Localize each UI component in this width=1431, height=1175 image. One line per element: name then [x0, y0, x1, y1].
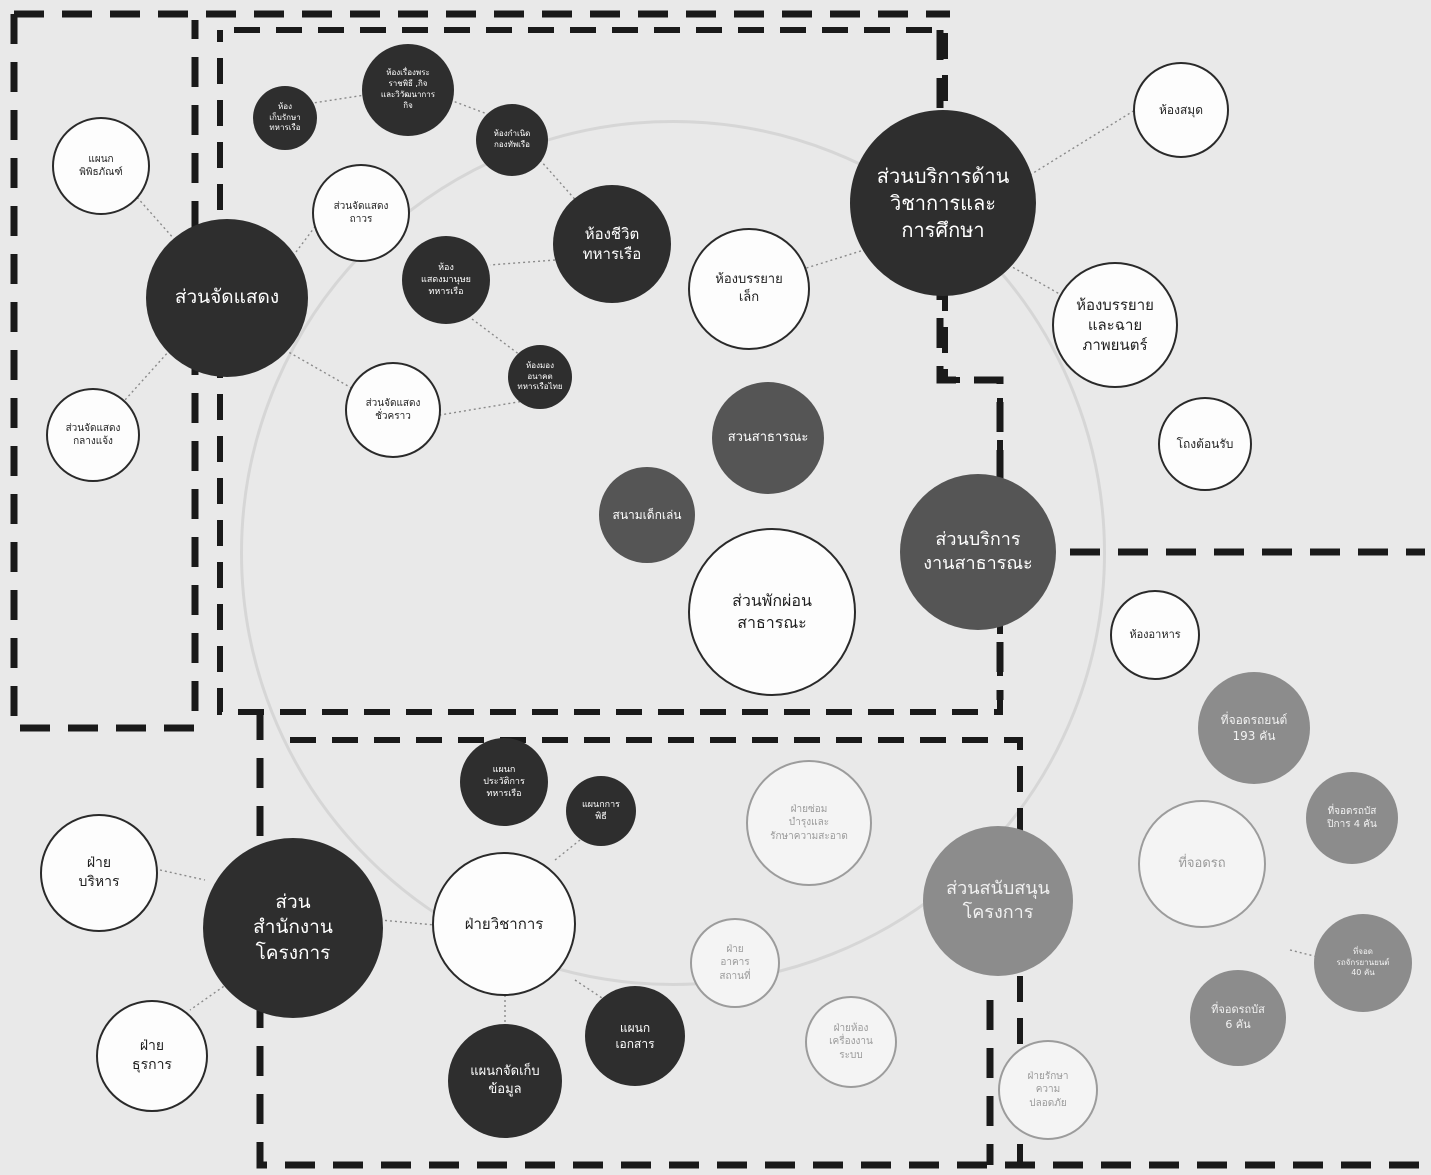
office-inner-boundary — [290, 737, 1023, 1165]
academic-dept-node: ฝ่ายวิชาการ — [432, 852, 576, 996]
reception-node: โถงต้อนรับ — [1158, 397, 1252, 491]
project-support-node: ส่วนสนับสนุน โครงการ — [923, 826, 1073, 976]
public-rest-node: ส่วนพักผ่อน สาธารณะ — [688, 528, 856, 696]
academic-service-node: ส่วนบริการด้าน วิชาการและ การศึกษา — [850, 110, 1036, 296]
history-room-node: ห้องเรื่องพระ ราชพิธี ,กิจ และวิวัฒนาการ… — [362, 44, 454, 136]
small-lecture-node: ห้องบรรยาย เล็ก — [688, 228, 810, 350]
public-garden-node: สวนสาธารณะ — [712, 382, 824, 494]
cleaning-node: ฝ่ายซ่อม บำรุงและ รักษาความสะอาด — [746, 760, 872, 886]
storage-room-node: ห้อง เก็บรักษา ทหารเรือ — [253, 86, 317, 150]
performance-exhibit-node: ส่วนจัดแสดง ถาวร — [312, 164, 410, 262]
navy-history-dept-node: แผนก ประวัติการ ทหารเรือ — [460, 738, 548, 826]
building-site-node: ฝ่าย อาคาร สถานที่ — [690, 918, 780, 1008]
parking-node: ที่จอดรถ — [1138, 800, 1266, 928]
security-node: ฝ่ายรักษา ความ ปลอดภัย — [998, 1040, 1098, 1140]
general-affairs-node: ฝ่าย ธุรการ — [96, 1000, 208, 1112]
motorcycle-parking-node: ที่จอด รถจักรยานยนต์ 40 คัน — [1314, 914, 1412, 1012]
museum-dept-node: แผนก พิพิธภัณฑ์ — [52, 117, 150, 215]
admin-dept-node: ฝ่าย บริหาร — [40, 814, 158, 932]
parking-193-node: ที่จอดรถยนต์ 193 คัน — [1198, 672, 1310, 784]
project-office-node: ส่วน สำนักงาน โครงการ — [203, 838, 383, 1018]
documents-dept-node: แผนก เอกสาร — [585, 986, 685, 1086]
outdoor-exhibit-node: ส่วนจัดแสดง กลางแจ้ง — [46, 388, 140, 482]
navy-life-room-node: ห้องชีวิต ทหารเรือ — [553, 185, 671, 303]
public-service-node: ส่วนบริการ งานสาธารณะ — [900, 474, 1056, 630]
parking-6-node: ที่จอดรถบัส 6 คัน — [1190, 970, 1286, 1066]
navy-heritage-room-node: ห้อง แสดงมานุษย ทหารเรือ — [402, 236, 490, 324]
temporary-exhibit-node: ส่วนจัดแสดง ชั่วคราว — [345, 362, 441, 458]
lecture-cinema-node: ห้องบรรยาย และฉาย ภาพยนตร์ — [1052, 262, 1178, 388]
data-storage-dept-node: แผนกจัดเก็บ ข้อมูล — [448, 1024, 562, 1138]
library-node: ห้องสมุด — [1133, 62, 1229, 158]
cafeteria-node: ห้องอาหาร — [1110, 590, 1200, 680]
future-room-node: ห้องมอง อนาคต ทหารเรือไทย — [508, 345, 572, 409]
exhibition-node: ส่วนจัดแสดง — [146, 219, 308, 377]
playground-node: สนามเด็กเล่น — [599, 467, 695, 563]
systems-node: ฝ่ายห้อง เครื่องงาน ระบบ — [805, 996, 897, 1088]
bus-parking-node: ที่จอดรถบัส ปิการ 4 คัน — [1306, 772, 1398, 864]
ceremony-dept-node: แผนกการ พิธี — [566, 776, 636, 846]
exhibition-zone-boundary — [10, 10, 950, 732]
origin-room-node: ห้องกำเนิด กองทัพเรือ — [476, 104, 548, 176]
